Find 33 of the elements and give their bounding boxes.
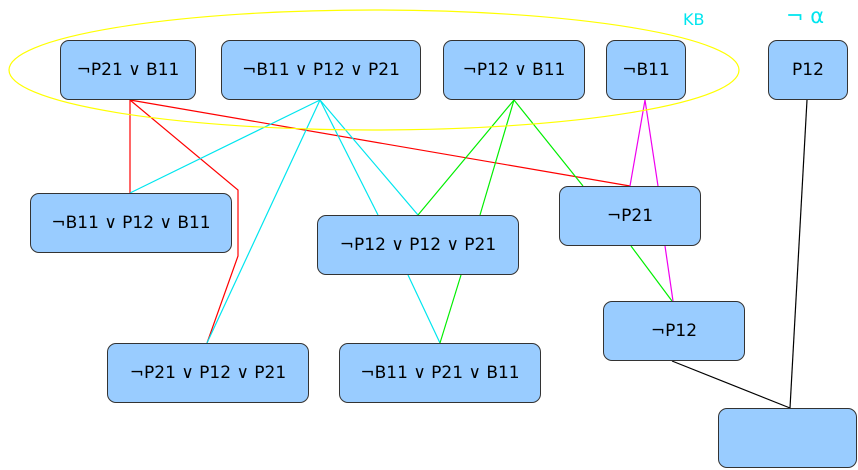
set-label: KB — [683, 10, 704, 29]
clause-box: ¬P21 ∨ P12 ∨ P21 — [107, 343, 309, 403]
clause-box: ¬B11 ∨ P12 ∨ B11 — [30, 193, 232, 253]
connector-line — [644, 100, 659, 186]
kb-ellipse — [9, 10, 739, 130]
clause-box: ¬P12 ∨ P12 ∨ P21 — [317, 215, 519, 275]
node-caption: ¬ α — [786, 4, 824, 28]
clause-box: P12 — [768, 40, 848, 100]
connector-line — [630, 246, 672, 302]
connector-line — [130, 99, 320, 194]
connector-line — [789, 100, 808, 408]
connector-line — [130, 99, 630, 187]
connector-line — [407, 274, 441, 344]
connector-line — [319, 100, 379, 216]
clause-box: ¬B11 — [606, 40, 686, 100]
clause-box: ¬B11 ∨ P21 ∨ B11 — [339, 343, 541, 403]
connector-line — [129, 100, 131, 193]
clause-box: ¬P21 — [559, 186, 701, 246]
clause-box: ¬P21 ∨ B11 — [60, 40, 196, 100]
connector-line — [514, 100, 584, 186]
clause-box: ¬P12 ∨ B11 — [443, 40, 585, 100]
connector-line — [418, 100, 514, 216]
clause-box: ¬P12 — [603, 301, 745, 361]
connector-line — [130, 100, 239, 344]
empty-box — [718, 408, 857, 468]
connector-line — [320, 100, 418, 216]
connector-line — [664, 246, 674, 302]
connector-line — [672, 360, 790, 409]
connector-line — [479, 100, 515, 216]
connector-line — [439, 274, 462, 344]
clause-box: ¬B11 ∨ P12 ∨ P21 — [221, 40, 421, 100]
connector-line — [206, 100, 321, 344]
connector-line — [629, 100, 646, 186]
